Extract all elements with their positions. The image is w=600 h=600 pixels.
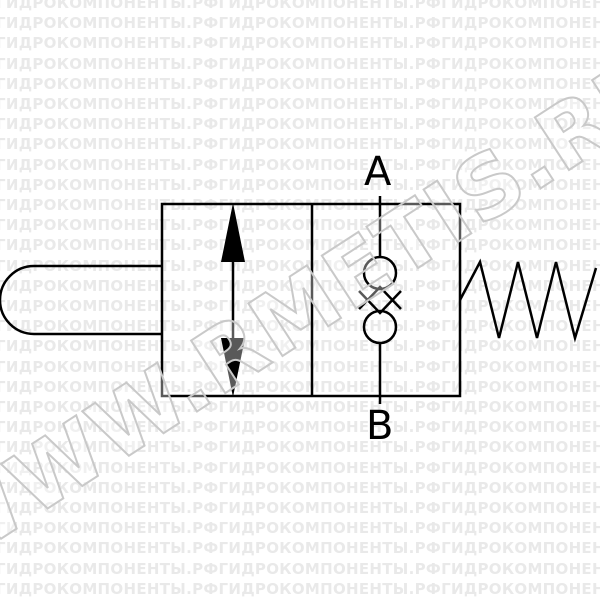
check-ball-upper-icon bbox=[362, 255, 398, 291]
port-label-b: B bbox=[366, 403, 394, 449]
spring-icon bbox=[458, 258, 598, 343]
check-ball-lower-icon bbox=[362, 309, 398, 345]
check-seat-upper bbox=[358, 285, 402, 310]
arrow-up-icon bbox=[221, 203, 245, 262]
manual-actuator bbox=[0, 264, 162, 336]
arrow-down-icon bbox=[221, 338, 245, 397]
port-label-a: A bbox=[364, 149, 392, 195]
check-seat-lower bbox=[358, 290, 402, 315]
